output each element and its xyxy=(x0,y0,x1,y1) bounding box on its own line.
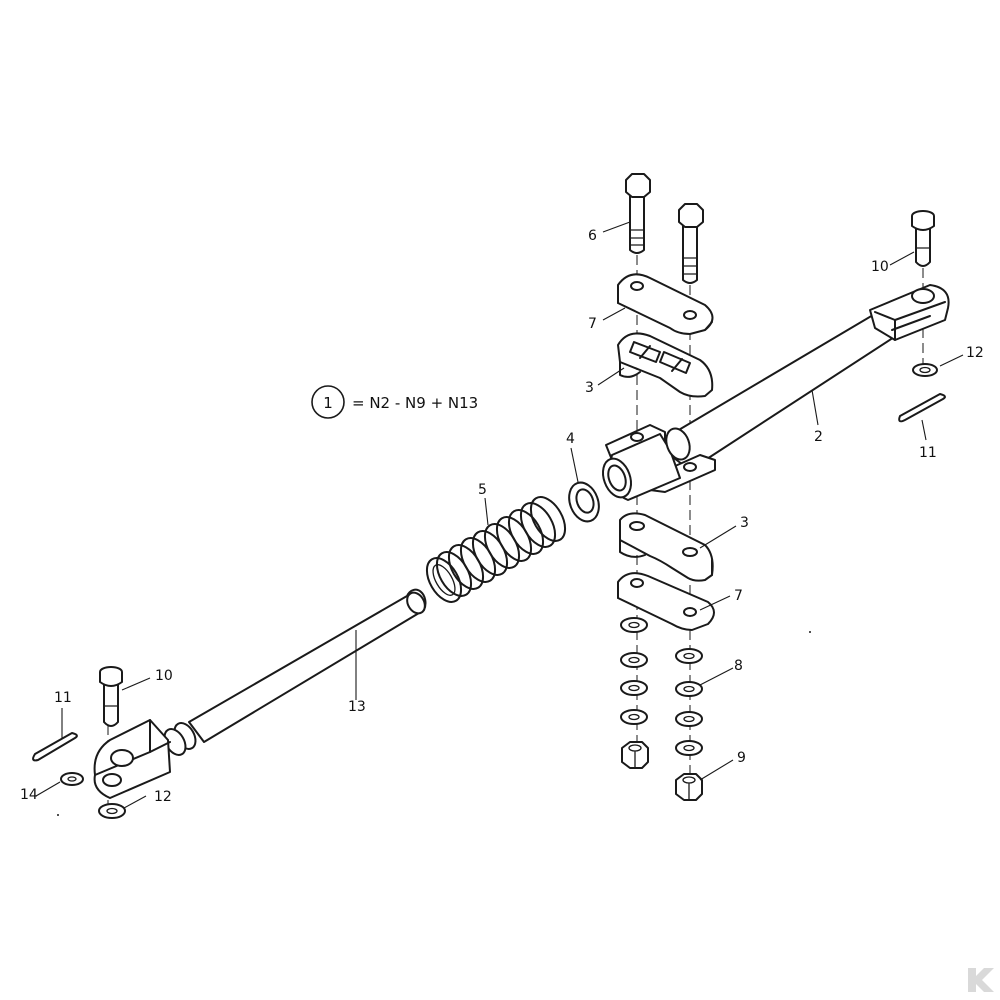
left-cotter-pin-11 xyxy=(32,732,78,762)
leader-lines xyxy=(35,221,964,809)
callout-5: 5 xyxy=(478,482,487,498)
callout-4: 4 xyxy=(566,431,575,447)
part-2-arm xyxy=(654,284,950,471)
callout-labels: 2 3 3 4 5 6 7 7 8 9 10 10 11 11 12 12 13… xyxy=(20,228,984,805)
formula-circled-number: 1 xyxy=(323,394,333,412)
clamp-3-bottom xyxy=(619,512,714,582)
washers-8 xyxy=(620,617,703,756)
pivot-block xyxy=(601,424,716,501)
assembly-formula: 1 = N2 - N9 + N13 xyxy=(311,385,478,419)
right-pin-10 xyxy=(911,210,935,267)
right-cotter-pin-11 xyxy=(898,393,946,423)
callout-3-top: 3 xyxy=(585,380,594,396)
callout-10-right: 10 xyxy=(871,259,889,275)
callout-8: 8 xyxy=(734,658,743,674)
part-5-spring xyxy=(425,496,567,603)
callout-14: 14 xyxy=(20,787,38,803)
nuts-9 xyxy=(621,741,703,801)
callout-7-bottom: 7 xyxy=(734,588,743,604)
callout-2: 2 xyxy=(814,429,823,445)
brand-logo-icon xyxy=(968,968,994,992)
part-13-tube xyxy=(163,588,427,756)
callout-10-left: 10 xyxy=(155,668,173,684)
clamp-3-top xyxy=(617,332,714,398)
callout-9: 9 xyxy=(737,750,746,766)
plate-7-top xyxy=(617,273,714,335)
formula-text: = N2 - N9 + N13 xyxy=(352,394,478,412)
callout-6: 6 xyxy=(588,228,597,244)
callout-7-top: 7 xyxy=(588,316,597,332)
callout-13: 13 xyxy=(348,699,366,715)
washer-12-right xyxy=(912,363,938,377)
callout-3-bottom: 3 xyxy=(740,515,749,531)
callout-12-left: 12 xyxy=(154,789,172,805)
left-clevis xyxy=(93,719,171,799)
washer-12-left xyxy=(98,803,126,819)
washer-14 xyxy=(60,772,84,786)
callout-12-right: 12 xyxy=(966,345,984,361)
bolt-6-left xyxy=(625,173,651,254)
part-4-ring xyxy=(568,481,600,523)
assembly-centre-lines xyxy=(107,255,924,815)
callout-11-right: 11 xyxy=(919,445,937,461)
left-pin-10 xyxy=(99,666,123,727)
callout-11-left: 11 xyxy=(54,690,72,706)
bolt-6-right xyxy=(678,203,704,284)
plate-7-bottom xyxy=(617,572,715,631)
